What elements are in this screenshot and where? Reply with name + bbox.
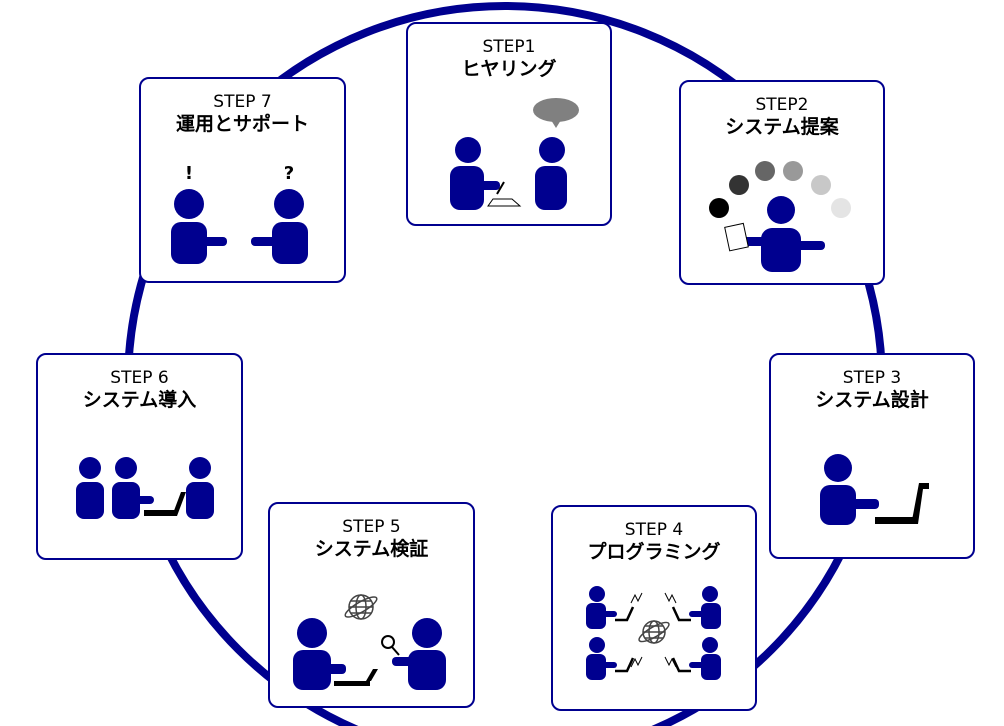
step6-title: システム導入 — [82, 389, 197, 411]
step6-card: STEP 6 システム導入 — [36, 353, 243, 560]
step1-label: STEP1 — [482, 37, 536, 57]
step5-card: STEP 5 システム検証 — [268, 502, 475, 708]
step2-label: STEP2 — [755, 95, 809, 115]
step5-label: STEP 5 — [342, 517, 401, 537]
question-mark: ? — [284, 163, 294, 184]
magnifier-icon — [381, 635, 400, 656]
step2-card: STEP2 システム提案 — [679, 80, 885, 285]
introduction-illustration — [76, 457, 214, 519]
step1-card: STEP1 ヒヤリング — [406, 22, 612, 226]
verification-illustration — [293, 594, 446, 690]
step2-title: システム提案 — [725, 116, 839, 138]
globe-icon — [638, 620, 670, 644]
programming-illustration — [586, 586, 721, 680]
hearing-illustration — [450, 98, 579, 210]
step4-card: STEP 4 プログラミング — [551, 505, 757, 711]
step7-label: STEP 7 — [213, 92, 272, 112]
step7-title: 運用とサポート — [175, 113, 309, 135]
step3-title: システム設計 — [815, 389, 929, 411]
globe-icon — [344, 594, 378, 620]
step5-title: システム検証 — [314, 538, 429, 560]
proposal-illustration — [709, 161, 851, 272]
speech-bubble-icon — [533, 98, 579, 122]
step7-card: STEP 7 運用とサポート ! ? — [139, 77, 346, 283]
step1-title: ヒヤリング — [461, 58, 557, 80]
step6-label: STEP 6 — [110, 368, 169, 388]
exclamation-mark: ! — [185, 163, 193, 184]
operation-support-illustration: ! ? — [171, 163, 308, 264]
step4-label: STEP 4 — [624, 520, 684, 540]
step3-label: STEP 3 — [842, 368, 902, 388]
step4-title: プログラミング — [587, 541, 721, 563]
design-illustration — [820, 454, 929, 525]
step3-card: STEP 3 システム設計 — [769, 353, 975, 559]
